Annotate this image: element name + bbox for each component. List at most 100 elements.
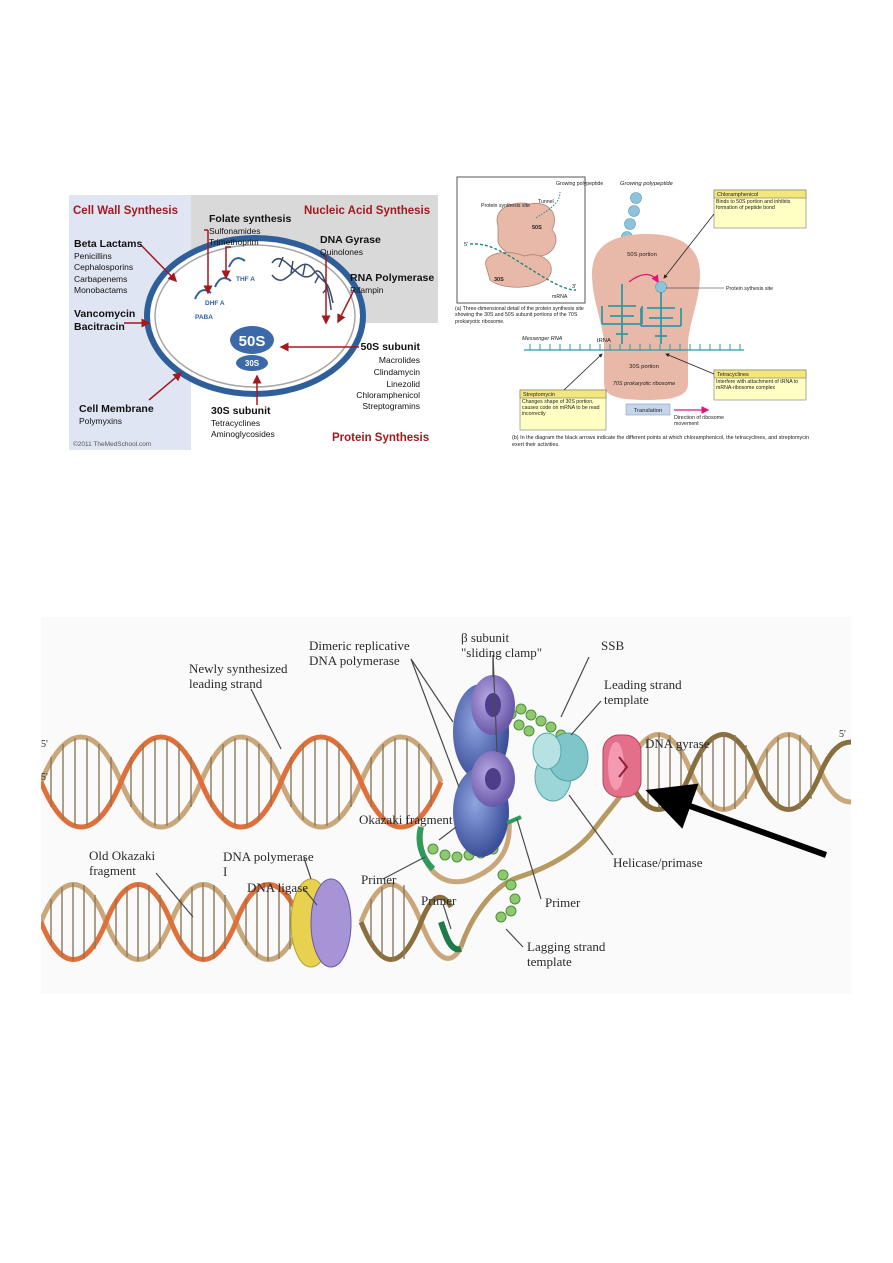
direction-label: Direction of ribosome movement (674, 415, 725, 428)
inset-50s-label: 50S (532, 225, 542, 231)
50s-drug-4: Chloramphenicol (356, 390, 420, 400)
trna-left (601, 284, 643, 344)
ribo-30s-label: 30S (245, 359, 260, 368)
cell-wall-heading: Cell Wall Synthesis (73, 205, 178, 217)
vancomycin-label: Vancomycin (74, 308, 135, 320)
label-ssb: SSB (601, 638, 624, 653)
translation-label: Translation (634, 408, 662, 414)
paba-label: PABA (195, 314, 213, 321)
trna-label: tRNA (597, 338, 611, 344)
label-primer-1: Primer (361, 872, 397, 887)
cell-membrane-title: Cell Membrane (79, 403, 154, 415)
50s-subunit-title: 50S subunit (360, 341, 420, 353)
inset-mrna-label: mRNA (552, 294, 568, 300)
mrna-codons (529, 344, 741, 350)
label-okazaki-fragment: Okazaki fragment (359, 812, 453, 827)
30s-portion-label: 30S portion (629, 364, 659, 370)
ribo-50s-label: 50S (239, 333, 266, 350)
folate-drug-1: Sulfonamides (209, 226, 261, 236)
inset-ribosome (469, 191, 577, 291)
growing-polypeptide-label: Growing polypeptide (620, 181, 674, 187)
inset-5-prime: 5' (464, 242, 468, 248)
label-5-prime-c: 5' (839, 729, 846, 740)
50s-drug-1: Macrolides (379, 355, 420, 365)
primer-on-primase (506, 815, 522, 825)
label-dna-ligase: DNA ligase (247, 880, 308, 895)
antibiotic-targets-svg: 50S 30S PABA DHF A THF A Cell Wall Synth… (69, 195, 438, 450)
ribosome-50s (230, 326, 274, 354)
dna-gyrase (602, 734, 642, 798)
antibiotic-targets-diagram: 50S 30S PABA DHF A THF A Cell Wall Synth… (69, 195, 438, 450)
50s-drug-2: Clindamycin (374, 367, 421, 377)
label-5-prime-b: 5' (41, 772, 48, 783)
caption-a: (a) Three-dimensional detail of the prot… (455, 306, 584, 325)
inset-tunnel: Tunnel (538, 199, 554, 205)
dna-polymerase-dimer (453, 675, 515, 857)
label-primer-2: Primer (545, 895, 581, 910)
ribosome-30s (236, 355, 268, 371)
label-helicase-primase: Helicase/primase (613, 855, 703, 870)
label-beta-subunit: β subunit"sliding clamp" (461, 630, 542, 660)
messenger-rna-label: Messenger RNA (522, 336, 563, 342)
beta-drug-4: Monobactams (74, 285, 127, 295)
50s-drug-5: Streptogramins (362, 401, 420, 411)
nucleic-acid-heading: Nucleic Acid Synthesis (304, 205, 430, 217)
tetracyclines-title: Tetracyclines (717, 372, 749, 378)
ribosome-inhibitor-diagram: Growing polypeptide Tunnel Protein synth… (452, 174, 812, 456)
streptomycin-desc: Changes shape of 30S portion, causes cod… (522, 399, 600, 418)
tetracyclines-desc: Interfere with attachment of tRNA to mRN… (716, 379, 799, 392)
leading-base-pairs (50, 738, 432, 826)
thfa-label: THF A (236, 276, 255, 283)
beta-drug-3: Carbapenems (74, 274, 127, 284)
bacitracin-label: Bacitracin (74, 321, 125, 333)
ribosome-70s (592, 234, 700, 400)
inset-3-prime: 3' (572, 284, 576, 290)
folate-drug-2: Trimethoprim (209, 237, 259, 247)
copyright-text: ©2011 TheMedSchool.com (73, 440, 151, 448)
inset-30s-label: 30S (494, 277, 504, 283)
beta-drug-2: Cephalosporins (74, 262, 133, 272)
gyrase-drug-1: Quinolones (320, 247, 363, 257)
black-arrow-to-gyrase (645, 783, 828, 858)
ribo70-label: 70S prokaryotic ribosome (613, 381, 675, 387)
rna-polymerase-title: RNA Polymerase (350, 272, 434, 284)
streptomycin-title: Streptomycin (523, 392, 555, 398)
protein-synthesis-site-label: Protein sythesis site (726, 286, 773, 292)
lagging-template-loop (458, 776, 634, 948)
protein-synthesis-heading: Protein Synthesis (332, 432, 429, 444)
label-5-prime-a: 5' (41, 739, 48, 750)
peptide-transfer-arrow (628, 273, 659, 284)
caption-b: (b) In the diagram the black arrows indi… (512, 435, 810, 448)
beta-lactams-title: Beta Lactams (74, 238, 142, 250)
dna-gyrase-title: DNA Gyrase (320, 234, 381, 246)
30s-drug-2: Aminoglycosides (211, 429, 275, 439)
leading-strand-helix (38, 734, 444, 830)
rnapol-drug-1: Rifampin (350, 285, 384, 295)
50s-drug-3: Linezolid (386, 379, 420, 389)
dna-polymerase-i-ligase (290, 878, 352, 968)
thfa-arc (228, 257, 246, 268)
30s-subunit-title: 30S subunit (211, 405, 271, 417)
folate-title: Folate synthesis (209, 213, 291, 225)
helicase-primase (506, 732, 589, 825)
30s-drug-1: Tetracyclines (211, 418, 260, 428)
label-primer-3: Primer (421, 893, 457, 908)
lagging-base-pairs (50, 883, 405, 961)
membrane-drug-1: Polymyxins (79, 416, 122, 426)
beta-drug-1: Penicillins (74, 251, 112, 261)
translation-box (625, 403, 671, 416)
label-leaders (155, 654, 614, 948)
label-dna-gyrase: DNA gyrase (645, 736, 710, 751)
primer-segment-2 (438, 921, 462, 953)
inset-growing-polypeptide: Growing polypeptide (556, 181, 603, 187)
50s-portion-label: 50S portion (627, 252, 657, 258)
inset-protein-synthesis-site: Protein synthesis site (481, 203, 530, 209)
chloramphenicol-title: Chloramphenicol (717, 192, 758, 198)
